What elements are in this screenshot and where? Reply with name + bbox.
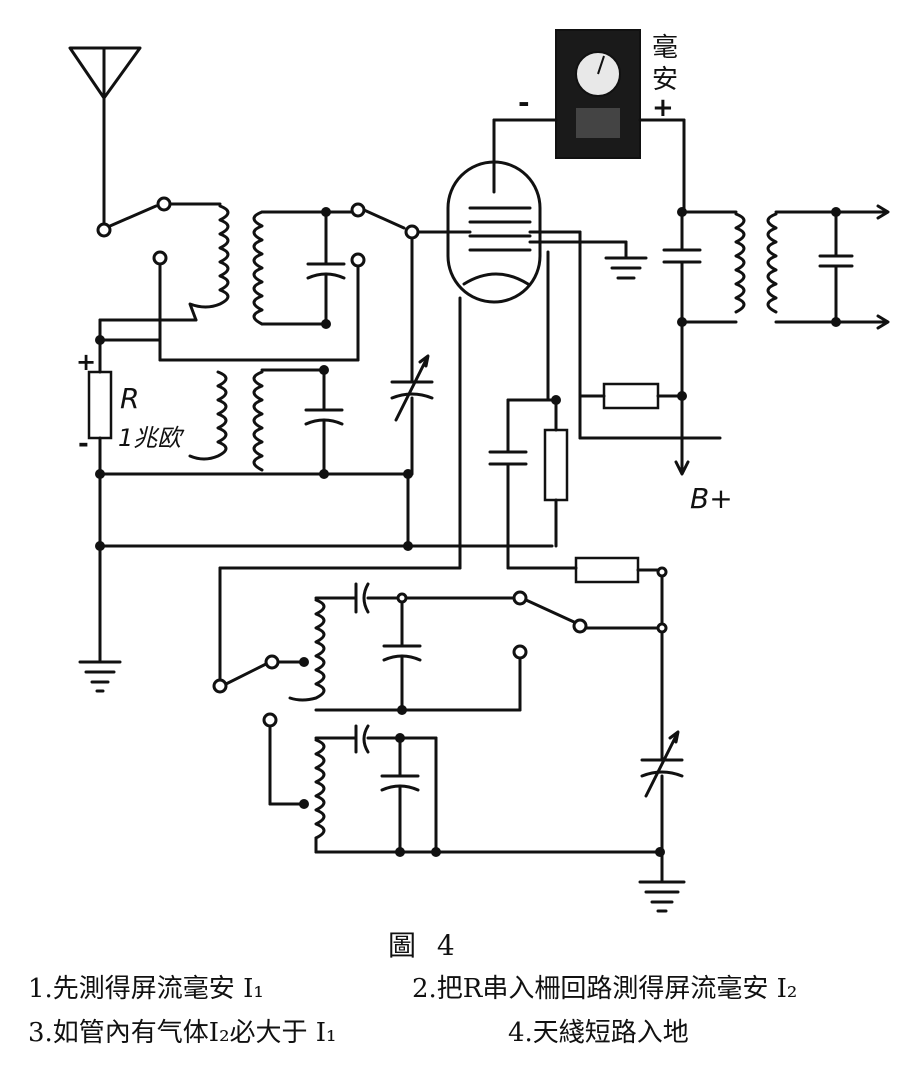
oscillator-section <box>212 566 684 882</box>
bplus-label: B+ <box>690 482 733 515</box>
resistor-name-label: R <box>120 382 139 415</box>
vacuum-tube-icon <box>416 118 628 570</box>
resistor-minus-label: - <box>78 429 89 459</box>
variable-capacitor-1 <box>390 236 434 479</box>
caption-item-1: 1.先測得屏流毫安 I₁ <box>28 974 264 1004</box>
figure-title: 圖 4 <box>388 929 461 962</box>
bplus-supply <box>578 230 722 476</box>
circuit-schematic: 毫 安 - + + - R 1兆欧 B+ <box>68 29 890 913</box>
resistor-value-label: 1兆欧 <box>118 424 185 452</box>
meter-minus-label: - <box>518 86 530 119</box>
output-transformer <box>662 204 890 330</box>
antenna-icon <box>68 46 142 230</box>
meter-label-2: 安 <box>652 65 678 95</box>
ground-icon-tube <box>604 240 648 280</box>
antenna-switch <box>96 196 172 266</box>
coil-primary-2 <box>188 365 344 479</box>
caption-item-2: 2.把R串入柵回路測得屏流毫安 I₂ <box>412 974 798 1004</box>
caption-item-4: 4.天綫短路入地 <box>508 1018 689 1048</box>
coil-secondary-1 <box>252 207 346 329</box>
resistor-plus-label: + <box>76 348 96 376</box>
resistor-r <box>87 335 410 479</box>
meter-plus-label: + <box>652 93 674 123</box>
coil-primary-1 <box>98 202 230 342</box>
band-switch-1 <box>158 202 420 362</box>
ground-icon-bottom <box>638 880 686 913</box>
meter-label-1: 毫 <box>652 33 678 63</box>
milliammeter-icon <box>492 29 686 214</box>
grid-leak-network <box>488 395 668 630</box>
ground-icon-left <box>78 660 122 693</box>
ground-bus <box>95 472 554 662</box>
caption-item-3: 3.如管內有气体I₂必大于 I₁ <box>28 1018 337 1048</box>
